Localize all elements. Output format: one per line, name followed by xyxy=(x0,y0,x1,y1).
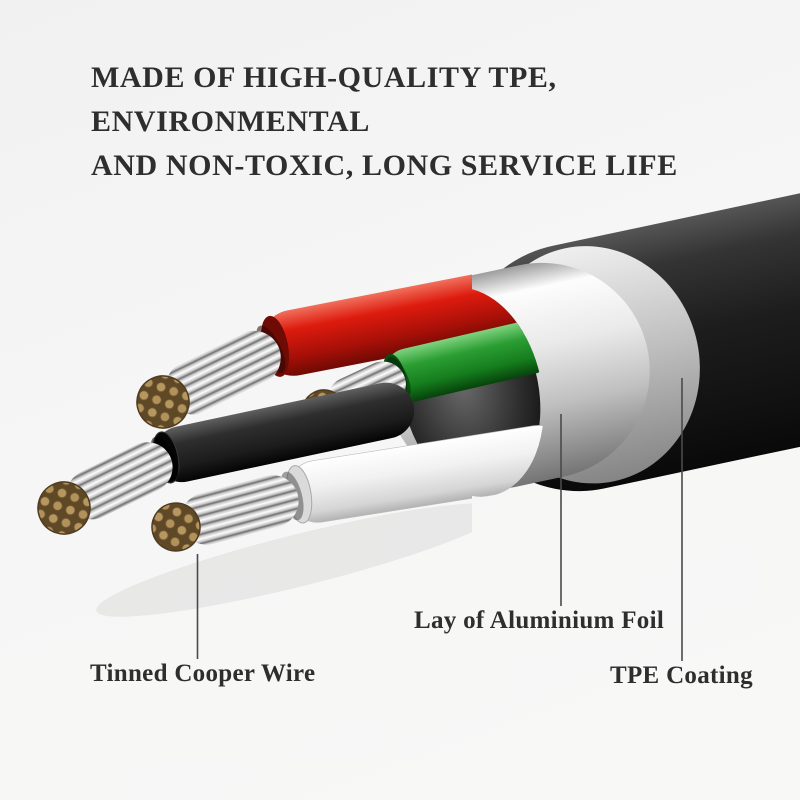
headline-line-2: AND NON-TOXIC, LONG SERVICE LIFE xyxy=(91,149,678,182)
wire-bundle xyxy=(37,267,563,617)
red-copper-strands xyxy=(136,375,190,429)
black-tinned-braid xyxy=(66,442,173,520)
label-tinned-copper-wire: Tinned Cooper Wire xyxy=(90,660,316,687)
black-wire xyxy=(37,382,415,535)
red-insulation xyxy=(260,267,547,376)
white-wire xyxy=(151,425,563,552)
white-tinned-braid xyxy=(180,475,299,545)
black-insulation xyxy=(153,382,415,483)
white-copper-strands xyxy=(151,502,201,552)
black-copper-strands xyxy=(37,481,91,535)
label-aluminium-foil: Lay of Aluminium Foil xyxy=(414,607,665,634)
green-insulation xyxy=(382,320,555,403)
label-tpe-coating: TPE Coating xyxy=(610,662,753,689)
red-tinned-braid xyxy=(165,330,281,415)
headline: MADE OF HIGH-QUALITY TPE, ENVIRONMENTAL … xyxy=(91,56,771,188)
leader-lines xyxy=(196,378,683,661)
headline-line-1: MADE OF HIGH-QUALITY TPE, ENVIRONMENTAL xyxy=(91,61,557,138)
red-wire xyxy=(136,267,547,429)
